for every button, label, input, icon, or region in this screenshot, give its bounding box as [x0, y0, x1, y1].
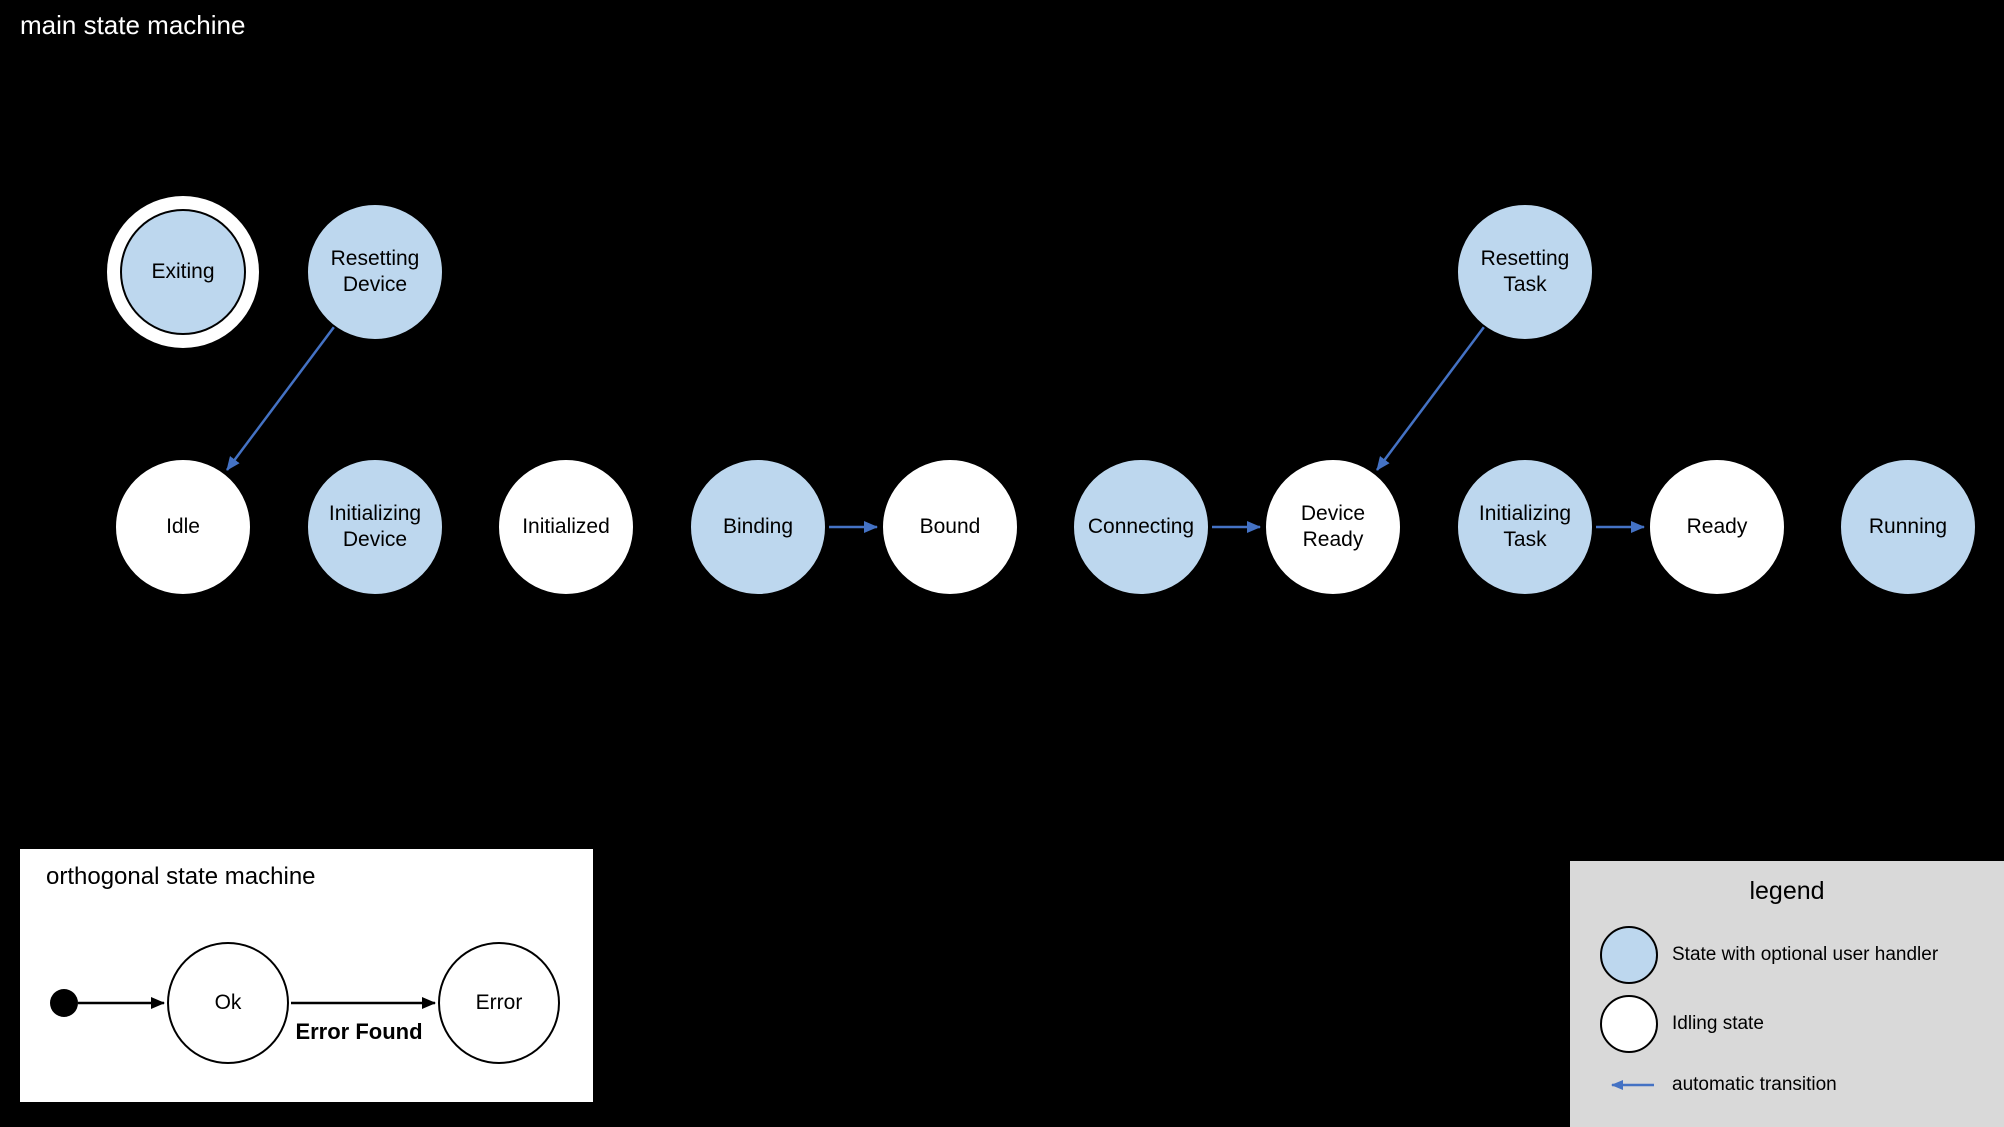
state-device-ready: Device Ready — [1264, 458, 1402, 596]
state-label: Initialized — [522, 514, 610, 538]
state-label: Initializing Device — [328, 501, 422, 551]
state-label: Ready — [1686, 514, 1748, 538]
state-label: Device Ready — [1300, 501, 1366, 551]
idle-state-circle-icon — [1600, 995, 1658, 1053]
state-ok: Ok — [167, 942, 289, 1064]
legend-item-label: State with optional user handler — [1672, 944, 1939, 965]
state-label: Ok — [214, 990, 242, 1014]
state-label: Binding — [722, 514, 794, 538]
transition-resetting-device-to-idle — [225, 326, 336, 471]
state-error: Error — [438, 942, 560, 1064]
state-initialized: Initialized — [497, 458, 635, 596]
state-label: Resetting Device — [330, 246, 420, 296]
state-binding: Binding — [689, 458, 827, 596]
main-diagram-title: main state machine — [20, 10, 246, 40]
orthogonal-state-machine-panel: orthogonal state machine Ok Error Error … — [20, 849, 593, 1102]
state-connecting: Connecting — [1072, 458, 1210, 596]
legend-item-automatic-transition: automatic transition — [1600, 1056, 1996, 1114]
legend-item-handler-state: State with optional user handler — [1600, 926, 1996, 984]
state-label: Exiting — [151, 259, 215, 283]
legend-item-label: Idling state — [1672, 1013, 1764, 1034]
transition-resetting-task-to-device-ready — [1375, 326, 1486, 471]
state-label: Resetting Task — [1480, 246, 1570, 296]
state-label: Error — [475, 990, 523, 1014]
state-idle: Idle — [114, 458, 252, 596]
transition-label-error-found: Error Found — [295, 1019, 423, 1044]
state-ready: Ready — [1648, 458, 1786, 596]
state-initializing-device: Initializing Device — [306, 458, 444, 596]
state-label: Connecting — [1087, 514, 1195, 538]
initial-state-dot — [50, 989, 78, 1017]
legend-title: legend — [1749, 877, 1825, 905]
state-label: Idle — [166, 514, 200, 538]
state-initializing-task: Initializing Task — [1456, 458, 1594, 596]
state-label: Running — [1868, 514, 1948, 538]
legend-item-label: automatic transition — [1672, 1074, 1837, 1095]
state-label: Initializing Task — [1478, 501, 1572, 551]
automatic-transition-arrow-icon — [1600, 1056, 1658, 1114]
state-resetting-device: Resetting Device — [306, 203, 444, 341]
orthogonal-diagram-title: orthogonal state machine — [46, 863, 316, 890]
legend-item-idling-state: Idling state — [1600, 995, 1996, 1053]
state-running: Running — [1839, 458, 1977, 596]
legend-panel: legend State with optional user handler … — [1570, 861, 2004, 1127]
state-resetting-task: Resetting Task — [1456, 203, 1594, 341]
state-label: Bound — [919, 514, 981, 538]
handler-state-circle-icon — [1600, 926, 1658, 984]
state-exiting-outer-ring: Exiting — [107, 196, 259, 348]
state-exiting: Exiting — [120, 209, 246, 335]
state-bound: Bound — [881, 458, 1019, 596]
